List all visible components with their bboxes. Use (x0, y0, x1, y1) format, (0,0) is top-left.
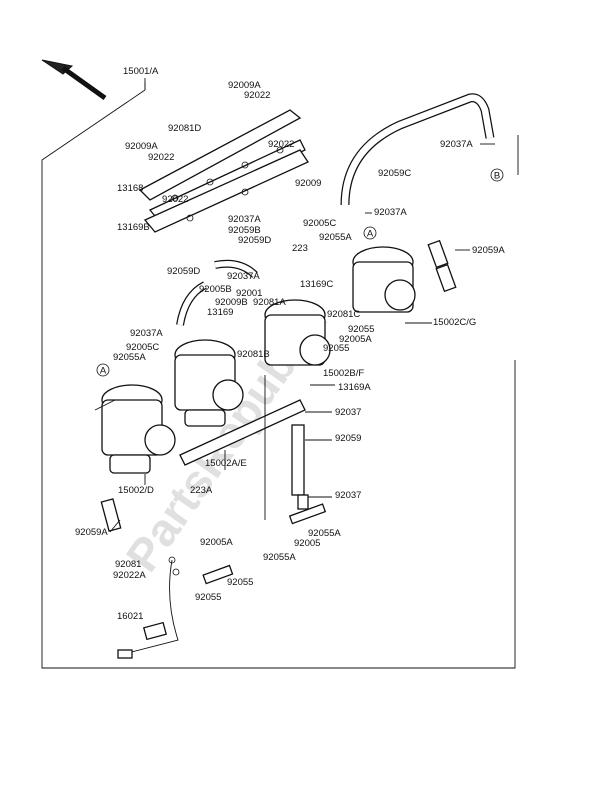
label-92005b: 92005B (199, 284, 232, 295)
carburetor-1 (101, 384, 176, 474)
label-92059d-b: 92059D (167, 266, 200, 277)
label-92059d-a: 92059D (238, 235, 271, 246)
svg-text:B: B (494, 171, 500, 182)
label-16021: 16021 (117, 611, 143, 622)
svg-text:A: A (100, 366, 107, 377)
label-92081a: 92081A (253, 297, 286, 308)
label-92081b: 92081B (237, 349, 270, 360)
leader-lines (94, 82, 519, 533)
label-13168: 13168 (117, 183, 143, 194)
part-labels: 15001/A 92009A 92022 92081D 92009A 92022… (75, 66, 505, 622)
label-92055a-right: 92055A (319, 232, 352, 243)
assembly-outline (41, 89, 516, 669)
label-92037-a: 92037 (335, 407, 361, 418)
label-223-top: 223 (292, 243, 308, 254)
label-92005c-left: 92005C (126, 342, 159, 353)
fuel-hose-right (427, 239, 457, 293)
label-92009a-top: 92009A (228, 80, 261, 91)
direction-arrow-icon (41, 59, 107, 101)
fuel-hose-center (291, 424, 309, 510)
label-92059a-left: 92059A (75, 527, 108, 538)
label-15002ae: 15002A/E (205, 458, 247, 469)
label-15002bf: 15002B/F (323, 368, 364, 379)
label-92055a-c: 92055A (263, 552, 296, 563)
label-13169: 13169 (207, 307, 233, 318)
label-92022a: 92022A (113, 570, 146, 581)
label-15001a: 15001/A (123, 66, 159, 77)
fuel-rail-bracket (138, 109, 309, 233)
label-92009b: 92009B (215, 297, 248, 308)
label-92005: 92005 (294, 538, 320, 549)
label-92005a-b: 92005A (200, 537, 233, 548)
fuel-hose-left (100, 498, 122, 532)
label-92055-right2: 92055 (323, 343, 349, 354)
label-92022-right: 92022 (268, 139, 294, 150)
label-92055a-b: 92055A (308, 528, 341, 539)
label-92037-b: 92037 (335, 490, 361, 501)
label-13169a: 13169A (338, 382, 371, 393)
label-92055a-left: 92055A (113, 352, 146, 363)
label-92037a-top: 92037A (440, 139, 473, 150)
carburetor-2 (174, 339, 244, 427)
svg-text:A: A (367, 229, 374, 240)
label-15002d: 15002/D (118, 485, 154, 496)
label-13169c: 13169C (300, 279, 333, 290)
label-92009: 92009 (295, 178, 321, 189)
label-13169b: 13169B (117, 222, 150, 233)
label-92001: 92001 (236, 288, 262, 299)
label-92022-left: 92022 (148, 152, 174, 163)
label-92005c-right: 92005C (303, 218, 336, 229)
label-92037a-mid: 92037A (374, 207, 407, 218)
label-92081-b: 92081 (115, 559, 141, 570)
hose-92059d (176, 259, 258, 326)
label-92055-b1: 92055 (227, 577, 253, 588)
label-92005a-right: 92005A (339, 334, 372, 345)
label-92081c: 92081C (327, 309, 360, 320)
label-92022-top: 92022 (244, 90, 270, 101)
label-92037a-left: 92037A (130, 328, 163, 339)
small-fittings (168, 503, 327, 585)
label-92059a-right: 92059A (472, 245, 505, 256)
marker-a-right: A (363, 226, 377, 240)
label-15002cg: 15002C/G (433, 317, 476, 328)
label-92055-right: 92055 (348, 324, 374, 335)
carburetor-3 (264, 299, 331, 366)
label-92059b: 92059B (228, 225, 261, 236)
label-92009a-left: 92009A (125, 141, 158, 152)
label-92037a-a: 92037A (228, 214, 261, 225)
vent-hose (340, 93, 495, 206)
marker-a-left: A (96, 363, 110, 377)
label-92022-bottom: 92022 (162, 194, 188, 205)
carburetor-4 (352, 246, 416, 313)
label-223a: 223A (190, 485, 213, 496)
label-92081d: 92081D (168, 123, 201, 134)
label-92055-b2: 92055 (195, 592, 221, 603)
marker-b-right: B (490, 168, 504, 182)
label-92037a-b: 92037A (227, 271, 260, 282)
throttle-linkage-bar (179, 399, 306, 466)
choke-cable (117, 559, 179, 659)
label-92059c: 92059C (378, 168, 411, 179)
label-92059: 92059 (335, 433, 361, 444)
